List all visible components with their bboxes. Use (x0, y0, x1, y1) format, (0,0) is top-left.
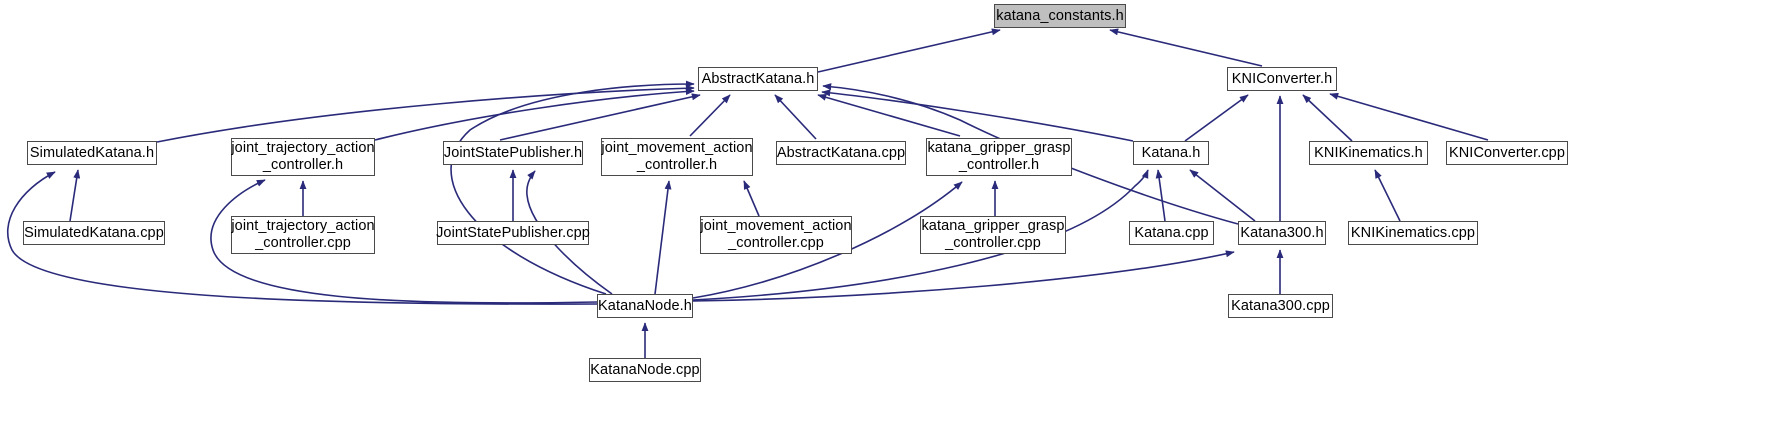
edge-katana-h-to-kniconverter-h (1184, 94, 1249, 142)
node-katana300-h[interactable]: Katana300.h (1238, 221, 1326, 245)
node-label: joint_trajectory_action _controller.cpp (231, 218, 375, 251)
node-simulatedkatana-cpp[interactable]: SimulatedKatana.cpp (23, 221, 165, 245)
edge-katananode-h-to-abstractkatana-h (450, 80, 695, 295)
node-label: AbstractKatana.cpp (776, 144, 906, 161)
node-label: KNIKinematics.h (1314, 144, 1423, 161)
node-label: joint_movement_action _controller.cpp (700, 218, 852, 251)
node-label: JointStatePublisher.h (443, 144, 583, 161)
node-jointstatepublisher-cpp[interactable]: JointStatePublisher.cpp (436, 221, 590, 245)
edge-jta-controller-h-to-abstractkatana-h (374, 88, 695, 141)
node-label: SimulatedKatana.h (29, 144, 155, 161)
node-label: katana_gripper_grasp _controller.h (927, 140, 1071, 173)
node-label: Katana.h (1141, 144, 1201, 161)
node-joint-trajectory-action-controller-h[interactable]: joint_trajectory_action _controller.h (231, 138, 375, 176)
node-knikinematics-h[interactable]: KNIKinematics.h (1309, 141, 1428, 165)
edge-knikinematics-cpp-to-knikinematics-h (1374, 169, 1401, 222)
node-kniconverter-cpp[interactable]: KNIConverter.cpp (1446, 141, 1568, 165)
edge-kniconverter-cpp-to-kniconverter-h (1329, 92, 1489, 141)
node-label: KNIConverter.cpp (1448, 144, 1566, 161)
node-label: KNIKinematics.cpp (1350, 224, 1476, 241)
node-joint-trajectory-action-controller-cpp[interactable]: joint_trajectory_action _controller.cpp (231, 216, 375, 254)
node-label: SimulatedKatana.cpp (24, 224, 164, 241)
node-label: katana_constants.h (996, 7, 1124, 24)
edge-katananode-h-to-katana300-h (692, 250, 1235, 302)
node-label: joint_trajectory_action _controller.h (231, 140, 375, 173)
node-knikinematics-cpp[interactable]: KNIKinematics.cpp (1348, 221, 1478, 245)
edge-simulatedkatana-cpp-to-simulatedkatana-h (69, 169, 81, 222)
node-label: Katana.cpp (1134, 224, 1209, 241)
node-katananode-h[interactable]: KatanaNode.h (597, 294, 693, 318)
node-kniconverter-h[interactable]: KNIConverter.h (1227, 67, 1337, 91)
edge-katana300-h-to-katana-h (1189, 169, 1256, 222)
edge-katana-h-to-abstractkatana-h (821, 89, 1134, 142)
node-label: joint_movement_action _controller.h (601, 140, 753, 173)
node-katana300-cpp[interactable]: Katana300.cpp (1228, 294, 1333, 318)
node-abstractkatana-h[interactable]: AbstractKatana.h (698, 67, 818, 91)
node-joint-movement-action-controller-cpp[interactable]: joint_movement_action _controller.cpp (700, 216, 852, 254)
edge-katana-cpp-to-katana-h (1155, 169, 1166, 222)
edge-simulatedkatana-h-to-abstractkatana-h (156, 84, 695, 143)
node-label: Katana300.h (1240, 224, 1324, 241)
edge-jointstatepublisher-h-to-abstractkatana-h (499, 93, 701, 141)
edge-katananode-h-to-jma-controller-h (654, 180, 672, 295)
edge-jma-controller-cpp-to-jma-controller-h (743, 180, 760, 217)
node-simulatedkatana-h[interactable]: SimulatedKatana.h (27, 141, 157, 165)
node-label: Katana300.cpp (1231, 297, 1330, 314)
edge-abstractkatana-cpp-to-abstractkatana-h (774, 94, 817, 140)
edge-knikinematics-h-to-kniconverter-h (1302, 94, 1353, 142)
node-jointstatepublisher-h[interactable]: JointStatePublisher.h (443, 141, 583, 165)
node-label: AbstractKatana.h (701, 70, 815, 87)
edge-abstractkatana-h-to-katana-constants-h (817, 28, 1001, 73)
node-abstractkatana-cpp[interactable]: AbstractKatana.cpp (776, 141, 906, 165)
node-katana-cpp[interactable]: Katana.cpp (1129, 221, 1214, 245)
node-label: KatanaNode.cpp (590, 361, 700, 378)
edge-kgg-controller-h-to-abstractkatana-h (817, 93, 961, 137)
node-katana-h[interactable]: Katana.h (1133, 141, 1209, 165)
node-label: katana_gripper_grasp _controller.cpp (921, 218, 1065, 251)
node-katananode-cpp[interactable]: KatanaNode.cpp (589, 358, 701, 382)
node-label: KNIConverter.h (1231, 70, 1333, 87)
node-katana-gripper-grasp-controller-h[interactable]: katana_gripper_grasp _controller.h (926, 138, 1072, 176)
node-katana-constants-h[interactable]: katana_constants.h (994, 4, 1126, 28)
edge-kniconverter-h-to-katana-constants-h (1109, 28, 1263, 67)
node-label: KatanaNode.h (598, 297, 692, 314)
node-joint-movement-action-controller-h[interactable]: joint_movement_action _controller.h (601, 138, 753, 176)
node-katana-gripper-grasp-controller-cpp[interactable]: katana_gripper_grasp _controller.cpp (920, 216, 1066, 254)
node-label: JointStatePublisher.cpp (436, 224, 590, 241)
edge-jma-controller-h-to-abstractkatana-h (689, 94, 731, 137)
